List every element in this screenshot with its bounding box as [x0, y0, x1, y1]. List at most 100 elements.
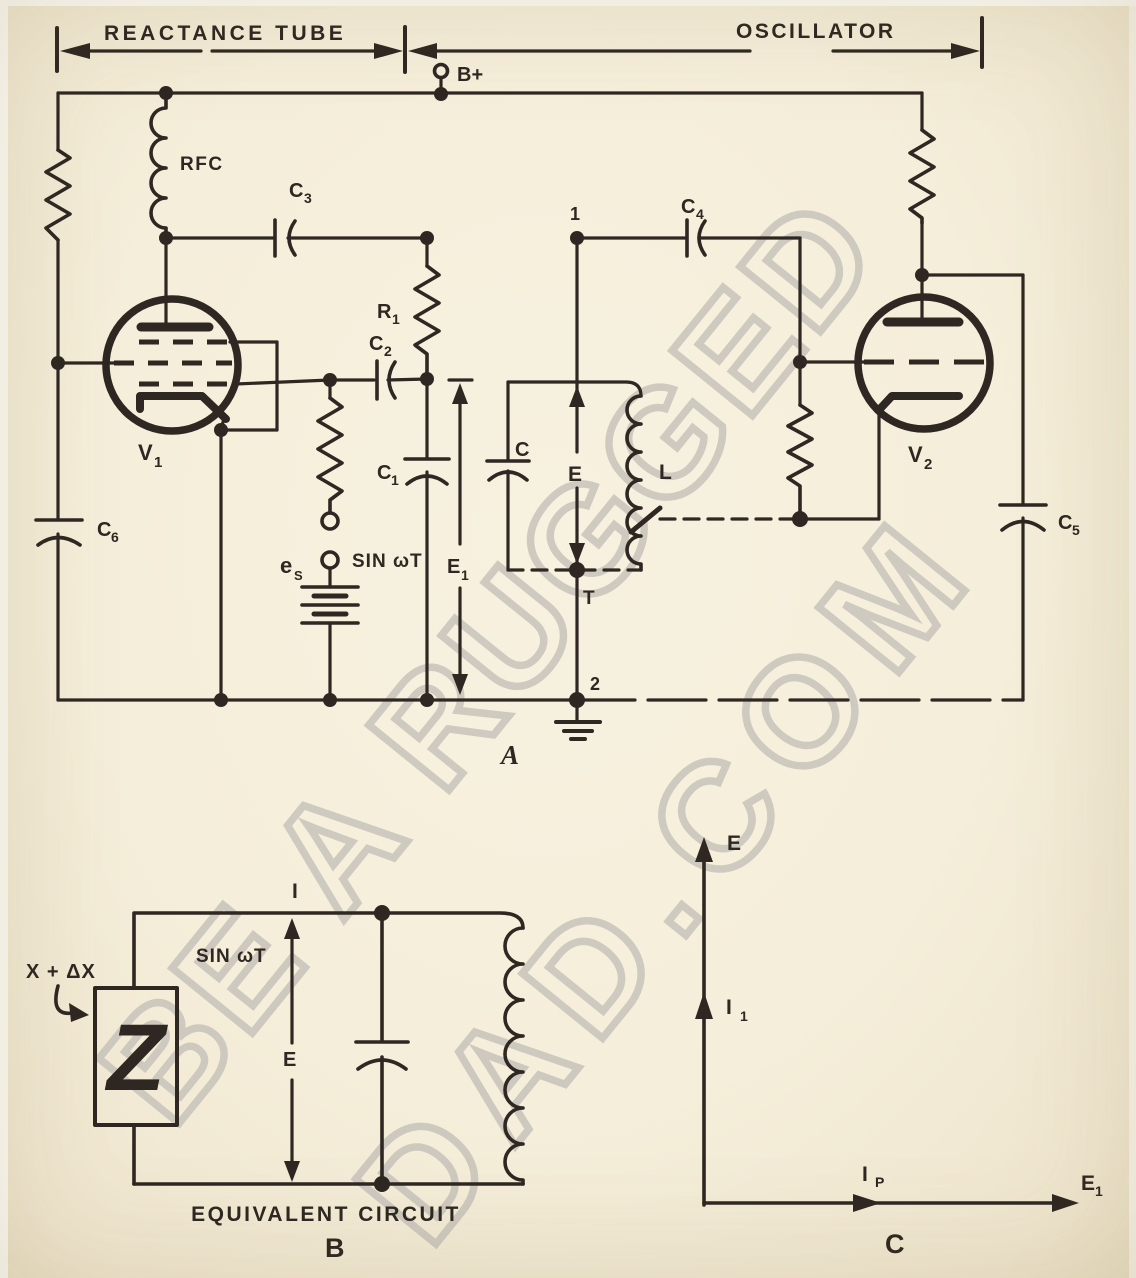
rfc-choke: RFC [149, 86, 224, 245]
arrowhead-left-icon [60, 43, 90, 59]
label-oscillator: OSCILLATOR [736, 20, 896, 43]
arrow-up-icon [284, 918, 300, 939]
page-edge-top [0, 0, 1136, 6]
cathode-bar [136, 392, 230, 423]
page-edge-right [1129, 0, 1136, 1278]
dimension-annotations: REACTANCE TUBE OSCILLATOR [55, 16, 984, 74]
cathode-bar [875, 392, 963, 414]
arrow-down-icon [569, 543, 585, 564]
capacitor-curved-plate [36, 535, 82, 547]
label-i1-subscript: 1 [740, 1008, 748, 1024]
pointer-arrowhead-icon [69, 1003, 89, 1022]
label-c6: C [97, 519, 111, 541]
label-v2: V [908, 442, 923, 467]
resistor-zigzag [413, 264, 441, 380]
inductor-tap-slash [628, 505, 663, 535]
label-impedance-z: Z [104, 1005, 168, 1111]
label-sin-wt: SIN ωT [352, 551, 423, 572]
label-e1-axis-subscript: 1 [1095, 1183, 1103, 1199]
label-rfc: RFC [180, 154, 224, 175]
inductor-coil-l [625, 394, 643, 572]
grid-lead [234, 378, 332, 386]
arrow-up-icon [452, 383, 468, 404]
arrow-down-icon [284, 1161, 300, 1182]
label-ip: I [862, 1163, 868, 1186]
terminal-circle [320, 550, 340, 570]
resistor-grid [316, 396, 344, 515]
signal-source-branch: e S SIN ωT [280, 378, 423, 702]
label-figure-b: B [325, 1233, 345, 1263]
capacitor-c3: C 3 [164, 180, 429, 258]
label-node-1: 1 [570, 204, 580, 224]
arrow-up-icon [569, 386, 585, 407]
label-x-delta-x: X + ΔX [26, 961, 96, 983]
label-c2-subscript: 2 [384, 343, 392, 359]
label-c6-subscript: 6 [111, 529, 119, 545]
label-c3: C [289, 180, 303, 202]
label-c4: C [681, 196, 695, 218]
label-tank-t: T [583, 588, 595, 609]
resistor-r1: R 1 [377, 231, 441, 380]
label-c3-subscript: 3 [304, 190, 312, 206]
label-b-plus: B+ [457, 64, 483, 86]
resistor-plate-load [908, 128, 936, 225]
e1-voltage-arrow: E 1 [447, 378, 474, 695]
axis-arrowhead-icon [695, 837, 713, 862]
label-ip-subscript: P [875, 1174, 884, 1190]
label-r1-subscript: 1 [392, 311, 400, 327]
node-1-and-c4: 1 C 4 [570, 196, 802, 364]
resistor-grid-leak [786, 403, 814, 513]
page-edge-left [0, 0, 8, 1278]
supply-and-ground-rails [56, 91, 1025, 707]
terminal-circle [432, 62, 450, 80]
label-sin-wt-b: SIN ωT [196, 946, 267, 967]
tube-envelope [102, 295, 242, 435]
label-c5: C [1058, 512, 1072, 534]
label-e1-axis: E [1081, 1172, 1095, 1195]
label-axis-e: E [727, 832, 741, 855]
label-c2: C [369, 333, 383, 355]
pointer-arrow-curve [54, 984, 74, 1016]
arrow-down-icon [452, 674, 468, 695]
label-tank-e: E [568, 463, 582, 486]
label-v1-subscript: 1 [154, 454, 162, 471]
label-c5-subscript: 5 [1072, 522, 1080, 538]
label-figure-c: C [885, 1229, 905, 1259]
ground-node-2: 2 A [499, 674, 602, 770]
arrowhead-right-icon [374, 43, 403, 59]
label-e1: E [447, 556, 460, 578]
label-reactance-tube: REACTANCE TUBE [104, 22, 346, 45]
inductor-coil [149, 91, 168, 240]
caption-equivalent-circuit: EQUIVALENT CIRCUIT [191, 1203, 461, 1226]
capacitor-c6: C 6 [34, 518, 119, 547]
label-c4-subscript: 4 [696, 206, 704, 222]
tube-v2: V 2 [786, 275, 994, 521]
b-plus-terminal: B+ [432, 62, 483, 101]
i1-arrowhead-icon [695, 992, 713, 1019]
junction-dot-tap [569, 562, 585, 578]
vector-diagram-c: E I 1 I P E 1 C [695, 832, 1103, 1259]
label-tank-c: C [515, 439, 529, 461]
top-wire [132, 911, 525, 990]
resistor-screen-dropping [44, 148, 72, 242]
label-v1: V [138, 440, 153, 465]
arrowhead-left-icon [408, 43, 437, 59]
inductor-coil [503, 926, 525, 1186]
junction-dot [374, 1176, 390, 1192]
terminal-circle [320, 511, 340, 531]
label-es-subscript: S [294, 568, 303, 583]
tank-circuit: C E L T [485, 236, 808, 702]
label-c1-subscript: 1 [391, 472, 399, 488]
label-node-2: 2 [590, 674, 600, 694]
label-i1: I [726, 996, 732, 1019]
arrowhead-right-icon [951, 43, 980, 59]
label-c1: C [377, 462, 391, 484]
label-tank-l: L [659, 461, 672, 484]
label-current-i: I [292, 880, 298, 903]
label-es: e [280, 553, 292, 578]
oscillator-plate-branch: C 5 [908, 91, 1080, 702]
impedance-box [93, 986, 179, 1127]
ip-arrowhead-icon [853, 1194, 881, 1212]
equivalent-circuit-b: Z X + ΔX SIN ωT I E EQUIVALENT CIRCUIT B [26, 880, 525, 1263]
tube-v1: V 1 [51, 236, 332, 702]
